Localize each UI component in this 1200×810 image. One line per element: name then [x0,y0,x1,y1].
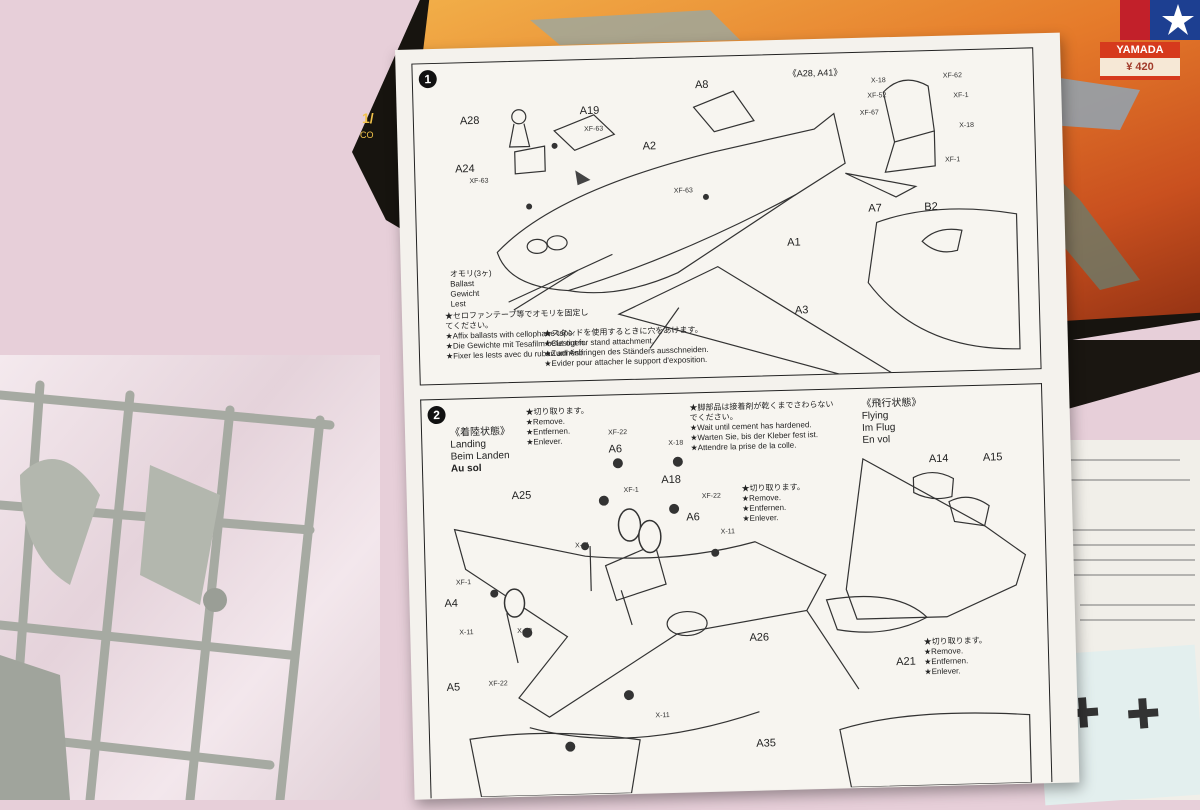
box-side-text: CO [360,130,374,140]
part-label-A19: A19 [579,104,600,118]
stand-note: ★スタンドを使用するときに穴をあけます。 ★Cut out for stand … [543,325,709,369]
step-2-panel: 2 《着陸状態》 Landing Beim Landen Au sol 《飛行状… [420,383,1053,799]
part-label-A1: A1 [787,236,801,249]
part-label-A18: A18 [661,473,682,487]
paint-callout: XF-22 [608,429,628,437]
part-label-A21: A21 [896,655,916,669]
part-label-A2: A2 [642,140,657,153]
part-label-A4: A4 [444,597,459,610]
paint-callout: XF-62 [942,72,963,80]
paint-callout: XF-22 [488,680,508,688]
paint-callout: XF-22 [701,492,721,501]
paint-callout: XF-63 [673,187,693,195]
ballast-note-jp: オモリ(3ヶ) [449,268,492,279]
paint-callout: XF-63 [584,125,604,134]
step-1-fuselage-drawing [496,79,1021,384]
price-tag: YAMADA ¥ 420 [1100,42,1180,80]
ballast-note-fr: Lest [450,299,466,309]
price-tag-price: ¥ 420 [1100,58,1180,76]
step-1-panel: 1 《A28, A41》 A28 [411,47,1042,386]
paint-callout: XF-1 [455,579,472,587]
star-logo-icon [1120,0,1200,40]
part-label-B2: B2 [924,200,938,214]
paint-callout: XF-63 [469,177,489,186]
sprue-frame-illustration [0,380,335,805]
part-label-A8: A8 [694,78,709,92]
paint-callout: X-11 [574,542,590,550]
paint-callout: XF-1 [944,156,961,164]
part-label-A5: A5 [446,681,461,694]
paint-callout: X-11 [655,712,670,720]
sprue-bag [0,355,380,805]
paint-callout: X-11 [459,629,474,637]
paint-callout: XF-1 [623,486,639,495]
paint-callout: X-18 [517,627,533,635]
part-label-A35: A35 [756,737,777,750]
part-label-A3: A3 [794,304,809,317]
paint-callout: X-18 [870,77,886,85]
paint-callout: X-18 [959,121,975,130]
part-label-A25: A25 [511,489,532,503]
ballast-note: オモリ(3ヶ) Ballast Gewicht Lest [450,269,493,310]
paint-callout: XF-52 [867,92,887,100]
instruction-sheet: 1 《A28, A41》 A28 [395,32,1080,800]
part-label-A6: A6 [608,443,623,456]
part-label-A14: A14 [928,452,949,466]
price-tag-brand: YAMADA [1116,44,1164,56]
side-paper-printed-lines [1070,459,1195,621]
paint-callout: XF-67 [859,109,879,117]
paint-callout: XF-1 [953,92,969,100]
paint-callout: X-18 [668,439,684,447]
box-side-scale: 1/ [362,110,374,126]
paint-callout: X-11 [720,528,736,536]
part-label-A7: A7 [868,202,882,215]
part-label-A6: A6 [686,511,700,524]
part-label-A26: A26 [749,631,770,644]
part-label-A15: A15 [982,451,1003,464]
step-2-gear-drawing [453,456,1033,798]
part-label-A24: A24 [454,162,475,176]
part-label-A28: A28 [459,114,480,128]
